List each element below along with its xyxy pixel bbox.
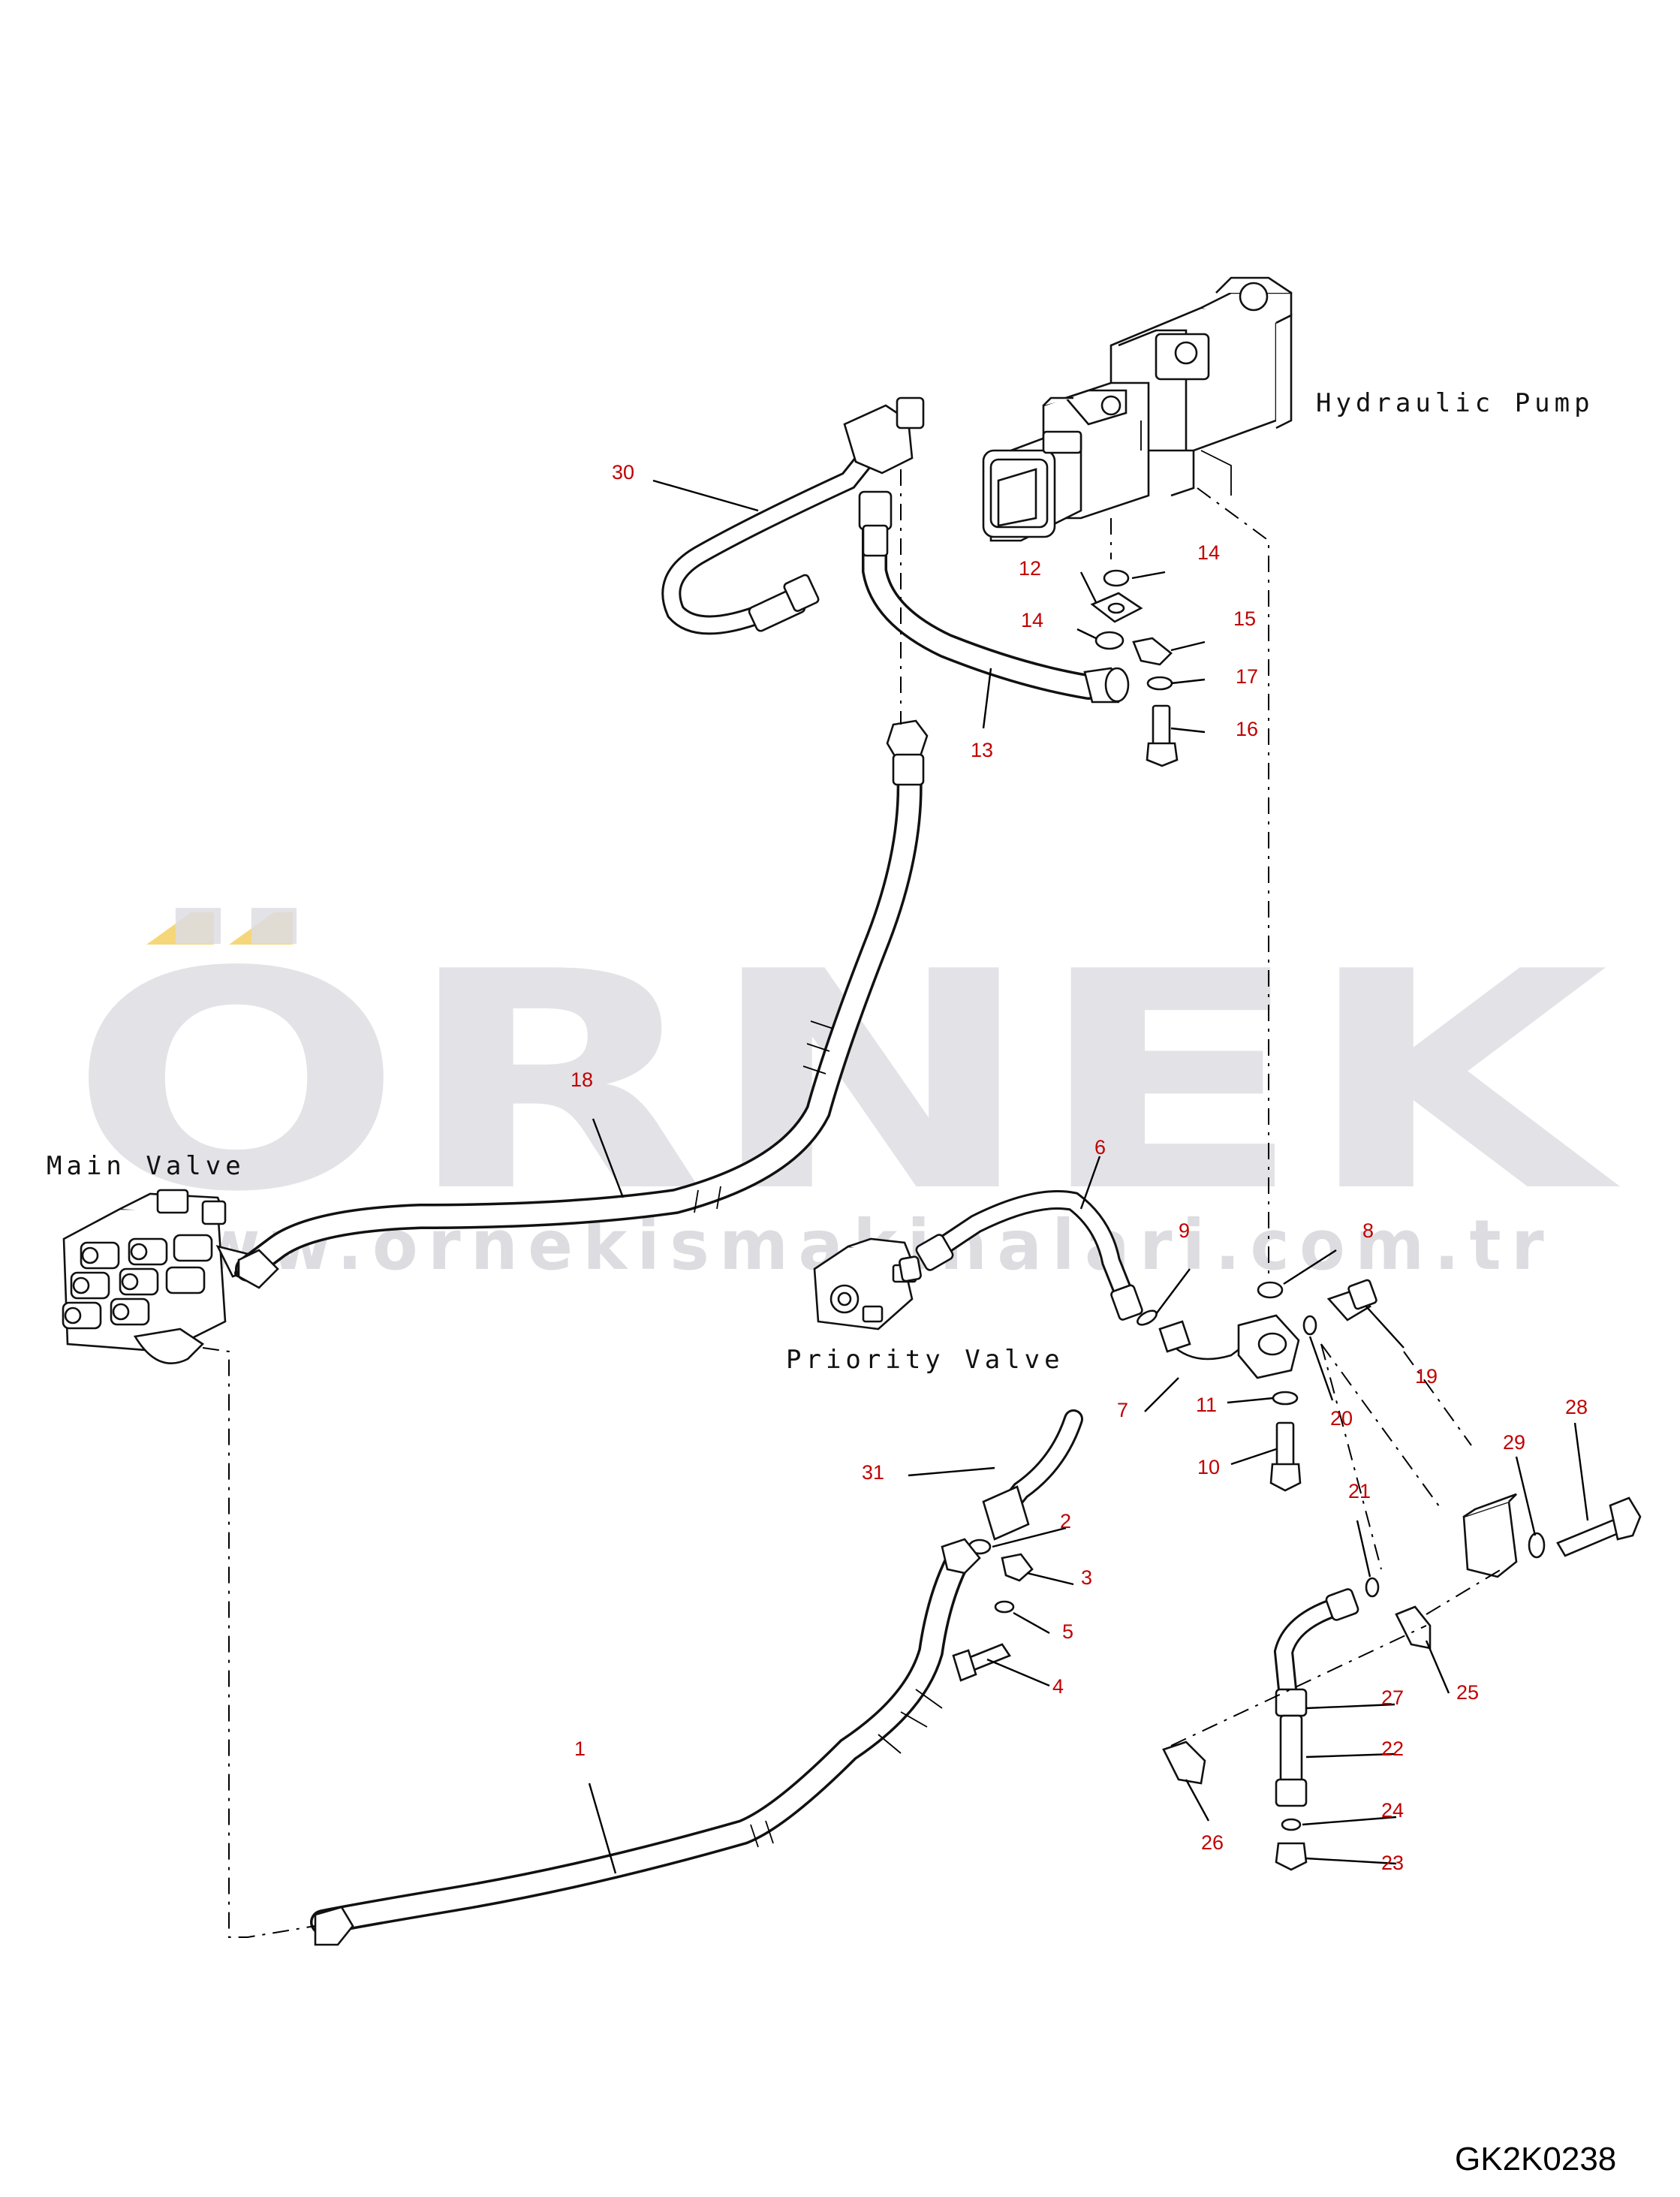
- lower-fitting-parts: [1162, 1588, 1359, 1871]
- part-number-labels: 30 14 12 14 15 17 16 13 18 6 9 8 19 7 11…: [571, 461, 1588, 1874]
- part-label-12: 12: [1019, 557, 1041, 580]
- part-label-25: 25: [1456, 1681, 1479, 1704]
- flange-parts-2-5: [952, 1539, 1034, 1682]
- part-label-4: 4: [1052, 1675, 1064, 1698]
- part-label-14b: 14: [1021, 609, 1043, 631]
- bracket-parts: [1365, 1493, 1642, 1650]
- main-valve-drawing: [62, 1189, 262, 1364]
- hose-18: [235, 719, 929, 1289]
- part-label-28: 28: [1565, 1396, 1588, 1418]
- priority-fitting-parts: [1137, 1279, 1377, 1492]
- part-label-3: 3: [1081, 1566, 1092, 1589]
- pump-flange-parts: [1090, 569, 1179, 767]
- part-label-9: 9: [1179, 1219, 1190, 1242]
- part-label-20: 20: [1330, 1407, 1353, 1430]
- priority-valve-drawing: [813, 1237, 922, 1331]
- center-lines: [202, 469, 1502, 1938]
- part-label-18: 18: [571, 1068, 593, 1091]
- part-label-15: 15: [1233, 607, 1256, 630]
- leader-lines: [588, 479, 1589, 1874]
- hose-6: [915, 1190, 1143, 1321]
- hydraulic-pump-label: Hydraulic Pump: [1316, 388, 1594, 418]
- part-label-19: 19: [1415, 1365, 1438, 1388]
- main-valve-label: Main Valve: [47, 1151, 245, 1181]
- part-label-24: 24: [1381, 1799, 1404, 1822]
- hose-13: [858, 490, 1130, 704]
- watermark: ÖRNEK www.ornekismakinalari.com.tr: [69, 905, 1623, 1285]
- part-label-22: 22: [1381, 1737, 1404, 1760]
- part-label-27: 27: [1381, 1686, 1404, 1709]
- part-label-26: 26: [1201, 1831, 1224, 1854]
- part-label-17: 17: [1236, 665, 1258, 688]
- watermark-brand: ÖRNEK: [69, 905, 1623, 1258]
- part-label-6: 6: [1094, 1136, 1106, 1159]
- priority-valve-label: Priority Valve: [786, 1345, 1064, 1375]
- part-label-16: 16: [1236, 718, 1258, 740]
- part-label-13: 13: [971, 739, 993, 761]
- hose-31: [982, 1409, 1083, 1541]
- part-label-29: 29: [1503, 1431, 1525, 1454]
- hose-1: [310, 1538, 981, 1946]
- part-label-7: 7: [1117, 1399, 1128, 1421]
- part-label-2: 2: [1060, 1510, 1071, 1532]
- part-label-1: 1: [574, 1737, 586, 1760]
- part-label-5: 5: [1062, 1620, 1073, 1643]
- watermark-accent-left: [146, 912, 214, 945]
- watermark-accent-right: [229, 912, 293, 945]
- hose-30: [661, 396, 925, 635]
- part-label-11: 11: [1196, 1394, 1217, 1416]
- part-label-8: 8: [1362, 1219, 1374, 1242]
- hydraulic-pump-drawing: [982, 276, 1293, 542]
- part-label-14a: 14: [1197, 541, 1220, 564]
- drawing-code: GK2K0238: [1455, 2141, 1616, 2177]
- part-label-30: 30: [612, 461, 634, 484]
- part-label-21: 21: [1348, 1480, 1371, 1502]
- part-label-23: 23: [1381, 1852, 1404, 1874]
- part-label-10: 10: [1197, 1456, 1220, 1478]
- part-label-31: 31: [862, 1461, 884, 1484]
